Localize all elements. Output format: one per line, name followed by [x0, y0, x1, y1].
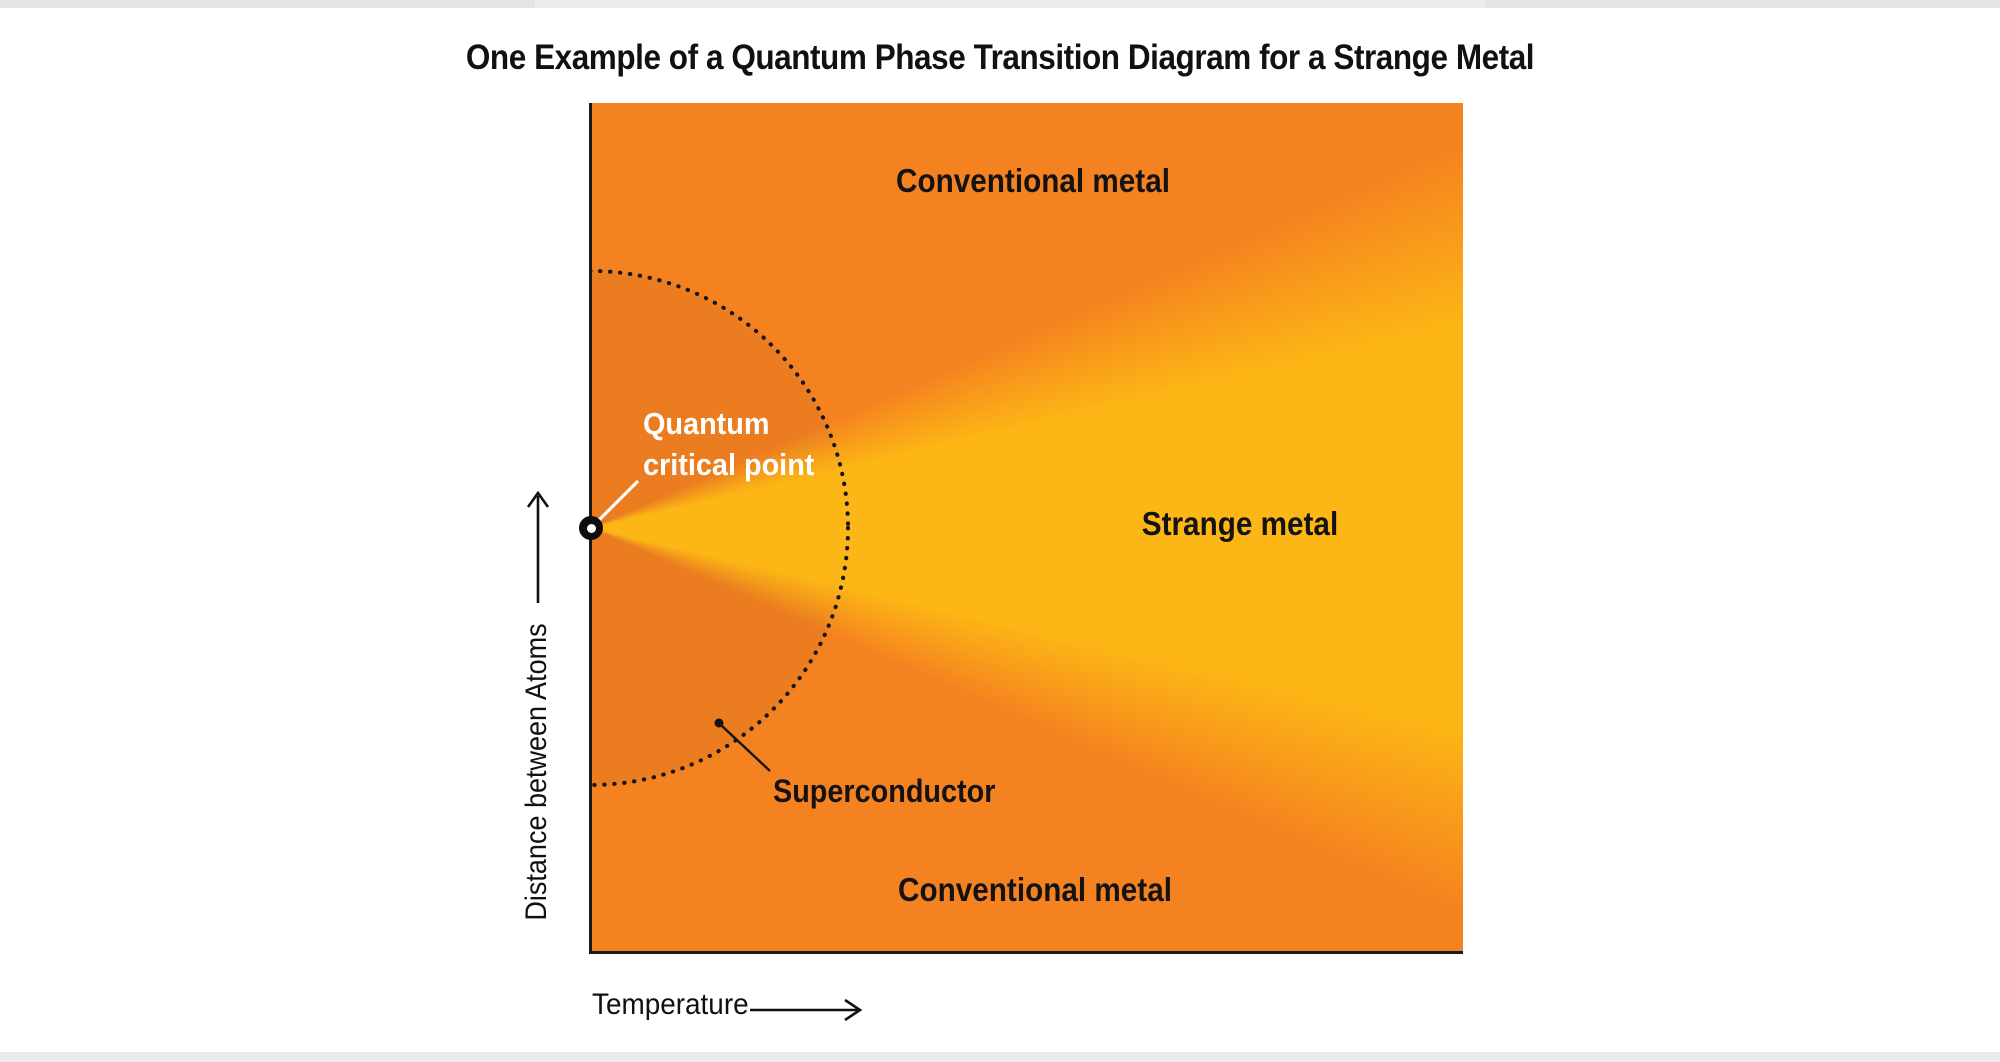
- region-label-conventional-metal-bottom: Conventional metal: [898, 871, 1172, 908]
- y-axis-label: Distance between Atoms: [520, 623, 553, 921]
- plot-annotation-layer: [591, 269, 850, 787]
- top-frame-bar-middle: [535, 0, 1486, 8]
- superconductor-boundary-dotted-arc: [591, 269, 850, 787]
- strange-metal-wedge-region: [591, 103, 1463, 952]
- bottom-frame-bar: [0, 1052, 2000, 1062]
- x-axis-arrow-icon: [750, 998, 863, 1022]
- region-label-strange-metal: Strange metal: [1141, 505, 1339, 542]
- region-label-conventional-metal-top: Conventional metal: [896, 162, 1170, 199]
- page-title: One Example of a Quantum Phase Transitio…: [465, 38, 1535, 77]
- top-frame-bar-left: [0, 0, 535, 8]
- x-axis-line: [589, 951, 1463, 954]
- top-frame-bar-right: [1486, 0, 2000, 8]
- qcp-annotation-label: Quantum critical point: [643, 406, 815, 482]
- x-axis-label: Temperature: [592, 988, 749, 1021]
- qcp-leader-line: [592, 479, 640, 527]
- superconductor-leader-line: [721, 725, 771, 772]
- quantum-critical-point-marker: [579, 516, 603, 540]
- superconductor-leader-dot: [714, 718, 724, 728]
- phase-diagram-plot: Conventional metal Strange metal Convent…: [591, 103, 1463, 952]
- y-axis-arrow-icon: [526, 490, 550, 603]
- quantum-critical-point-marker-center: [586, 523, 596, 533]
- region-label-superconductor: Superconductor: [773, 773, 996, 809]
